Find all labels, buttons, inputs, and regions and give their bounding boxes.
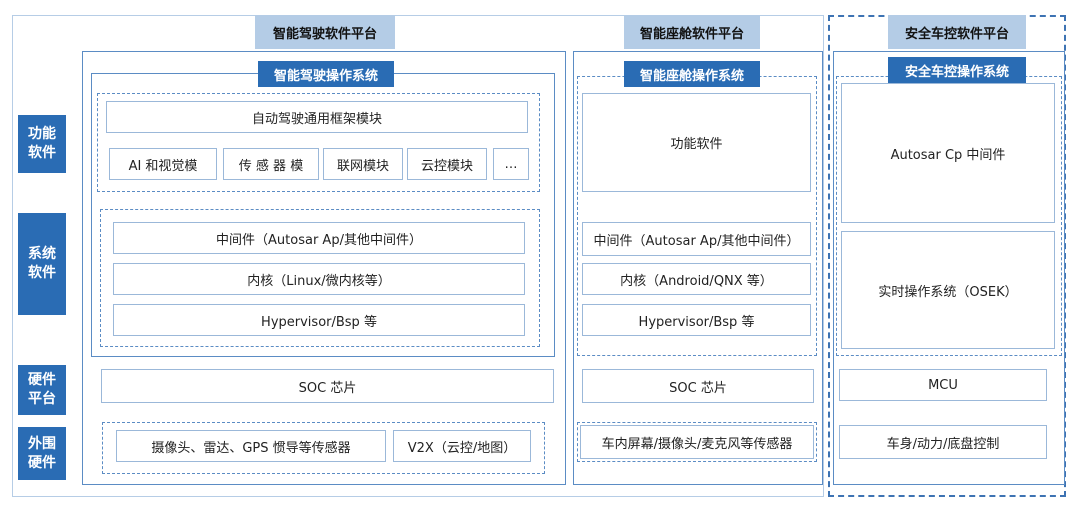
- cockpit-hypervisor-box: Hypervisor/Bsp 等: [582, 304, 811, 336]
- cockpit-peripheral-box: 车内屏幕/摄像头/麦克风等传感器: [580, 425, 814, 459]
- side-label-hardware-platform: 硬件平台: [18, 365, 66, 415]
- safety-mcu-box: MCU: [839, 369, 1047, 401]
- cockpit-middleware-box: 中间件（Autosar Ap/其他中间件）: [582, 222, 811, 256]
- safety-platform-title: 安全车控软件平台: [888, 15, 1026, 49]
- safety-rtos-box: 实时操作系统（OSEK）: [841, 231, 1055, 349]
- autonomous-platform-title: 智能驾驶软件平台: [255, 15, 395, 49]
- autonomous-framework-box: 自动驾驶通用框架模块: [106, 101, 528, 133]
- autonomous-os-title: 智能驾驶操作系统: [258, 61, 394, 87]
- cockpit-function-software-box: 功能软件: [582, 93, 811, 192]
- cockpit-os-title: 智能座舱操作系统: [624, 61, 760, 87]
- autonomous-platform-frame: [82, 51, 566, 485]
- side-label-system-software: 系统软件: [18, 213, 66, 315]
- autonomous-hypervisor-box: Hypervisor/Bsp 等: [113, 304, 525, 336]
- autonomous-module-ai-vision: AI 和视觉模: [109, 148, 217, 180]
- side-label-function-software: 功能软件: [18, 115, 66, 173]
- autonomous-function-group: [97, 93, 540, 192]
- cockpit-peripheral-group: [577, 422, 817, 462]
- autonomous-module-sensor: 传 感 器 模: [223, 148, 319, 180]
- autonomous-module-cloud: 云控模块: [407, 148, 487, 180]
- autonomous-system-group: [100, 209, 540, 347]
- safety-os-title: 安全车控操作系统: [888, 57, 1026, 83]
- safety-middleware-box: Autosar Cp 中间件: [841, 83, 1055, 223]
- cockpit-kernel-box: 内核（Android/QNX 等）: [582, 263, 811, 295]
- safety-control-box: 车身/动力/底盘控制: [839, 425, 1047, 459]
- autonomous-peripheral-group: [102, 422, 545, 474]
- autonomous-kernel-box: 内核（Linux/微内核等）: [113, 263, 525, 295]
- autonomous-middleware-box: 中间件（Autosar Ap/其他中间件）: [113, 222, 525, 254]
- side-label-peripheral-hardware: 外围硬件: [18, 427, 66, 480]
- cockpit-platform-title: 智能座舱软件平台: [624, 15, 760, 49]
- autonomous-module-network: 联网模块: [323, 148, 403, 180]
- cockpit-soc-box: SOC 芯片: [582, 369, 814, 403]
- safety-platform-frame: [833, 51, 1065, 485]
- autonomous-v2x-box: V2X（云控/地图）: [393, 430, 531, 462]
- autonomous-module-more: …: [493, 148, 529, 180]
- autonomous-sensors-box: 摄像头、雷达、GPS 惯导等传感器: [116, 430, 386, 462]
- autonomous-soc-box: SOC 芯片: [101, 369, 554, 403]
- cockpit-platform-frame: [573, 51, 823, 485]
